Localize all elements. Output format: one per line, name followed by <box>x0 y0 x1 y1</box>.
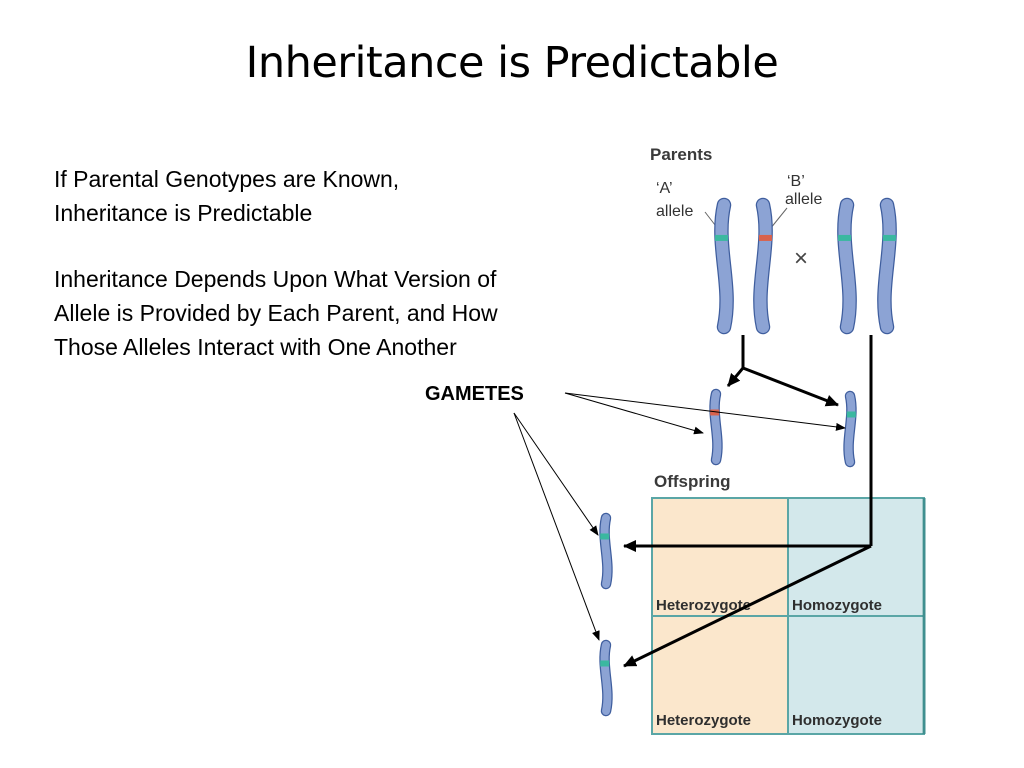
cell-label-heterozygote-bottom: Heterozygote <box>656 712 751 729</box>
explanation-line-3: Those Alleles Interact with One Another <box>54 334 457 360</box>
parent-1-chromosome-b <box>753 197 773 335</box>
slide-title: Inheritance is Predictable <box>245 38 779 88</box>
gamete-lower-allele-band <box>600 660 610 667</box>
gametes-pointer-3 <box>513 412 599 536</box>
gamete-lower <box>599 639 613 717</box>
parent-a-to-gamete-b-arrow <box>742 366 839 407</box>
explanation-line-1: Inheritance Depends Upon What Version of <box>54 266 497 292</box>
cross-symbol: × <box>794 245 808 272</box>
gamete-upper-allele-band <box>600 533 610 540</box>
parent-1-chromosome-a-allele-band <box>715 234 729 241</box>
gamete-a <box>843 390 857 468</box>
gametes-pointer-4 <box>513 412 600 641</box>
cell-homozygote-bottom <box>788 616 922 734</box>
intro-line-1: If Parental Genotypes are Known, <box>54 166 400 192</box>
parent-2-chromosome-b <box>877 197 897 335</box>
gametes-label: GAMETES <box>425 383 524 405</box>
cell-label-heterozygote-top: Heterozygote <box>656 597 751 614</box>
gamete-upper <box>599 512 613 590</box>
explanation-line-2: Allele is Provided by Each Parent, and H… <box>54 300 498 326</box>
parent-a-to-gamete-a-arrow <box>726 335 745 387</box>
gamete-b-allele-band <box>710 409 720 416</box>
gametes-pointer-2 <box>564 392 846 431</box>
cell-heterozygote-bottom <box>652 616 788 734</box>
cell-label-homozygote-top: Homozygote <box>792 597 882 614</box>
allele-a-word: allele <box>656 203 693 220</box>
parent-1-chromosome-a <box>714 197 734 335</box>
allele-b-word: allele <box>785 191 822 208</box>
allele-b-name: ‘B’ <box>787 173 805 190</box>
parent-2-chromosome-a-allele-band <box>838 234 852 241</box>
parent-2-chromosome-a <box>837 197 857 335</box>
gametes-pointer-1 <box>564 392 704 435</box>
gamete-b <box>709 388 723 466</box>
cell-label-homozygote-bottom: Homozygote <box>792 712 882 729</box>
parents-heading: Parents <box>650 145 712 164</box>
parent-2-chromosome-b-allele-band <box>882 234 896 241</box>
intro-paragraph: If Parental Genotypes are Known, Inherit… <box>54 162 624 230</box>
offspring-heading: Offspring <box>654 472 731 491</box>
explanation-paragraph: Inheritance Depends Upon What Version of… <box>54 262 624 364</box>
cell-homozygote-top <box>788 498 922 616</box>
parent-1-chromosome-b-allele-band <box>758 234 772 241</box>
gamete-a-allele-band <box>846 411 856 418</box>
intro-line-2: Inheritance is Predictable <box>54 200 313 226</box>
allele-a-name: ‘A’ <box>656 180 673 197</box>
descent-to-gamete-lower-arrow <box>623 544 872 668</box>
